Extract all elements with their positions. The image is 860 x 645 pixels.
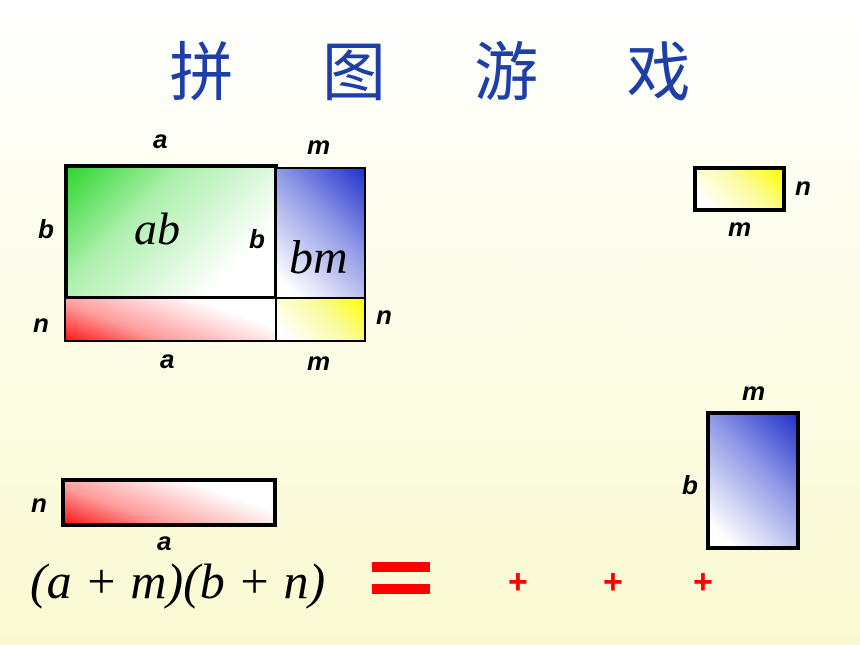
piece-mn-label-m: m — [728, 212, 752, 242]
piece-bm-label-b: b — [682, 470, 698, 500]
piece-bm[interactable] — [706, 411, 800, 550]
label-b-middle: b — [249, 224, 265, 254]
rect-ab[interactable] — [64, 164, 278, 300]
piece-bm-label-m: m — [742, 376, 766, 406]
piece-mn[interactable] — [693, 166, 786, 212]
label-n-right: n — [376, 300, 392, 330]
piece-mn-label-n: n — [795, 171, 811, 201]
rect-an[interactable] — [64, 297, 278, 342]
piece-an-label-n: n — [31, 488, 47, 518]
plus-sign-1: + — [508, 563, 528, 601]
plus-sign-3: + — [693, 563, 713, 601]
piece-an[interactable] — [61, 478, 277, 527]
page-title: 拼 图 游 戏 — [169, 37, 725, 111]
rect-bm[interactable] — [275, 167, 366, 300]
equals-bar-bottom — [372, 584, 430, 594]
label-m-top: m — [307, 130, 331, 160]
label-b-left: b — [38, 214, 54, 244]
area-label-bm: bm — [289, 231, 348, 284]
rect-mn[interactable] — [275, 297, 366, 342]
equals-bar-top — [372, 562, 430, 572]
label-a-bottom: a — [160, 344, 175, 374]
plus-sign-2: + — [603, 563, 623, 601]
label-a-top: a — [153, 124, 168, 154]
label-m-bottom: m — [307, 346, 331, 376]
piece-an-label-a: a — [157, 526, 172, 556]
equation-lhs: (a + m)(b + n) — [30, 553, 326, 609]
area-label-ab: ab — [134, 203, 180, 254]
label-n-left: n — [33, 308, 49, 338]
